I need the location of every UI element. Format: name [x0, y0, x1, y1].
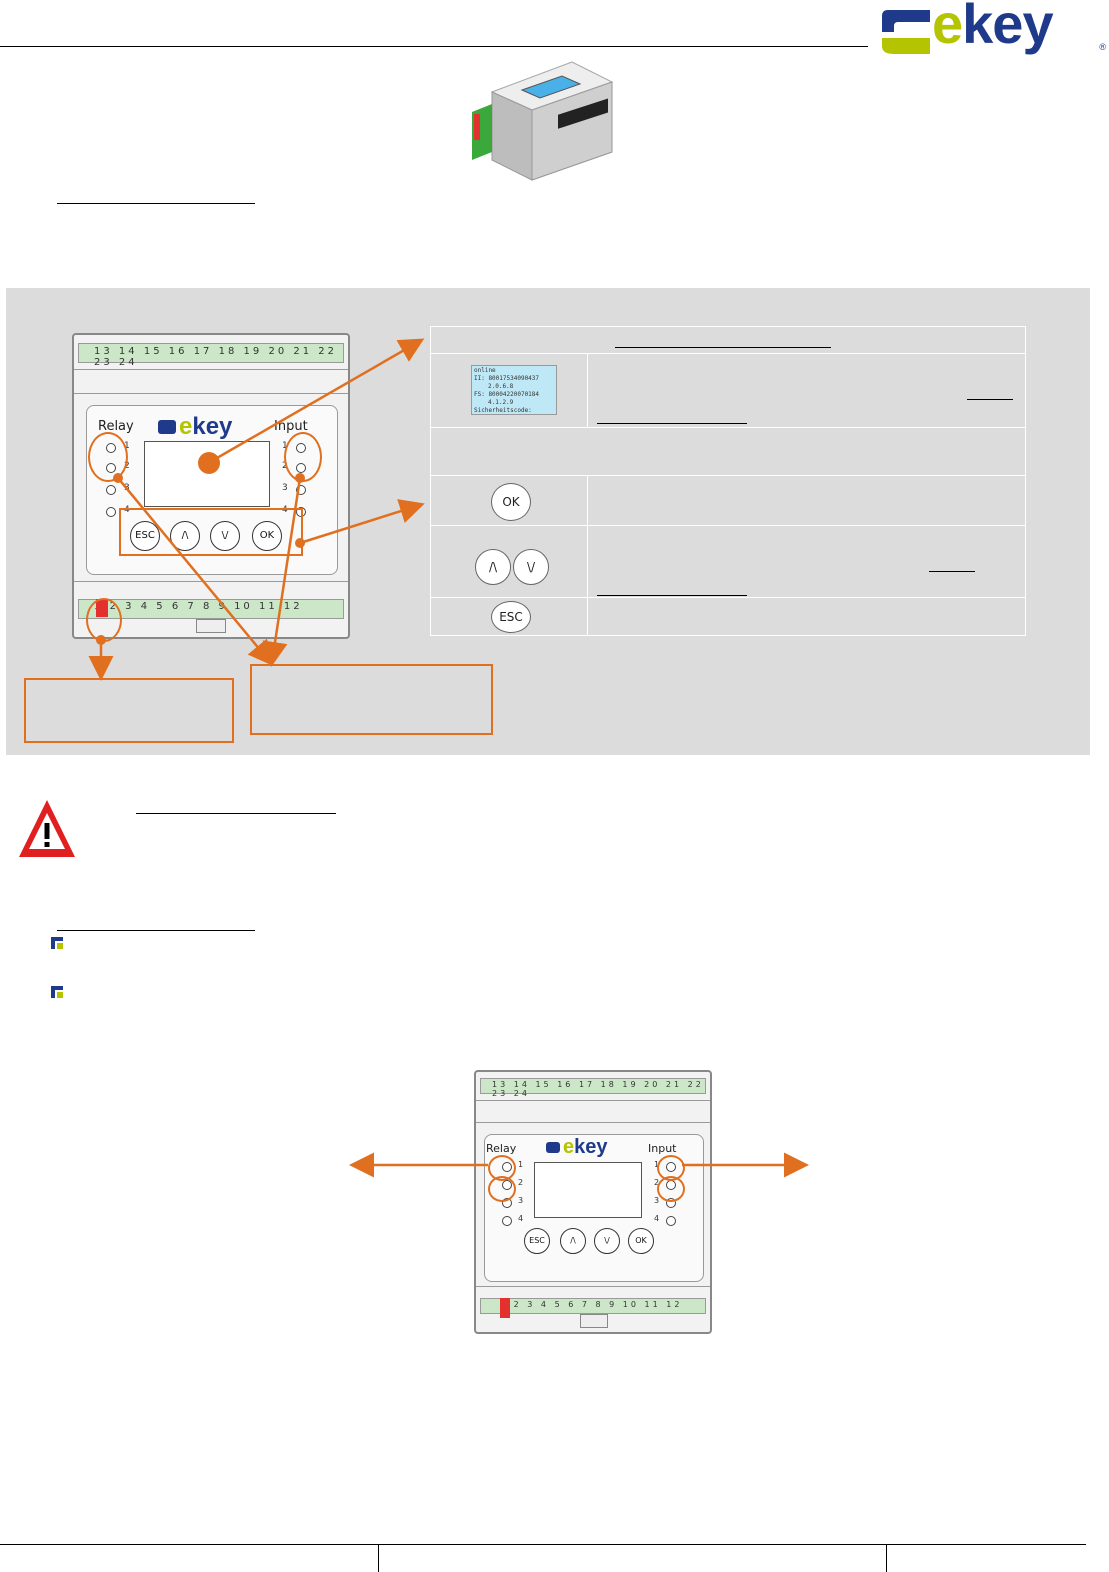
down-right-button[interactable]: \/ — [594, 1228, 620, 1254]
warning-heading-underline — [136, 813, 336, 814]
warning-icon — [19, 800, 75, 857]
din-clip — [196, 619, 226, 633]
row1-underline-b — [597, 423, 747, 424]
down-right-button[interactable]: \/ — [210, 521, 240, 551]
logo-wordmark: ekey — [932, 0, 1054, 55]
display-dot — [198, 452, 220, 474]
section-heading-underline-2 — [57, 930, 255, 931]
header-rule — [0, 46, 868, 47]
up-left-button-icon: /\ — [475, 549, 511, 585]
annotation-arrows — [88, 338, 425, 681]
input-label: Input — [274, 419, 308, 434]
bottom-terminal-labels: 1 2 3 4 5 6 7 8 9 10 11 12 — [500, 1300, 683, 1309]
esc-button[interactable]: ESC — [524, 1228, 550, 1254]
buttons-highlight — [119, 508, 303, 556]
table-heading-underline — [615, 347, 831, 348]
ekey-logo: ekey ® — [872, 0, 1108, 58]
din-clip — [580, 1314, 608, 1328]
input-label: Input — [648, 1142, 677, 1155]
device-logo: ekey — [546, 1136, 608, 1159]
top-terminal-labels: 13 14 15 16 17 18 19 20 21 22 23 24 — [94, 346, 338, 368]
callout-box-jumper — [24, 678, 234, 743]
input-led2-highlight — [657, 1176, 685, 1202]
device-display — [534, 1162, 642, 1218]
ok-button-icon: OK — [491, 483, 531, 521]
lcd-screen-thumbnail: online II: 80017534090437 2.0.6.8 FS: 80… — [471, 365, 557, 415]
relay-led2-highlight — [488, 1176, 516, 1202]
down-right-button-icon: \/ — [513, 549, 549, 585]
row1-underline-a — [967, 399, 1013, 400]
device-drawing-small: 13 14 15 16 17 18 19 20 21 22 23 24 Rela… — [474, 1070, 712, 1334]
row4-underline-a — [929, 571, 975, 572]
controls-table: online II: 80017534090437 2.0.6.8 FS: 80… — [430, 326, 1026, 636]
registered-mark: ® — [1099, 42, 1106, 52]
esc-button-icon: ESC — [491, 601, 531, 633]
red-jumper — [500, 1298, 510, 1318]
top-terminal-labels: 13 14 15 16 17 18 19 20 21 22 23 24 — [492, 1080, 704, 1098]
footer-rule — [0, 1544, 1086, 1545]
device-logo: ekey — [158, 413, 232, 441]
bullet-icon — [51, 986, 63, 998]
row4-underline-b — [597, 595, 747, 596]
relay-leds-highlight — [88, 432, 128, 482]
relay-label: Relay — [486, 1142, 517, 1155]
bullet-icon — [51, 937, 63, 949]
product-photo — [472, 61, 614, 181]
ok-button[interactable]: OK — [628, 1228, 654, 1254]
footer-divider-2 — [886, 1544, 887, 1572]
up-left-button[interactable]: /\ — [560, 1228, 586, 1254]
device-drawing-large: 13 14 15 16 17 18 19 20 21 22 23 24 Rela… — [72, 333, 350, 639]
small-device-arrows — [349, 1152, 809, 1178]
ok-button[interactable]: OK — [252, 521, 282, 551]
ekey-logo-mark-icon — [882, 10, 930, 54]
esc-button[interactable]: ESC — [130, 521, 160, 551]
callout-box-leds — [250, 664, 493, 735]
relay-label: Relay — [98, 419, 134, 434]
section-heading-underline-1 — [57, 203, 255, 204]
footer-divider-1 — [378, 1544, 379, 1572]
